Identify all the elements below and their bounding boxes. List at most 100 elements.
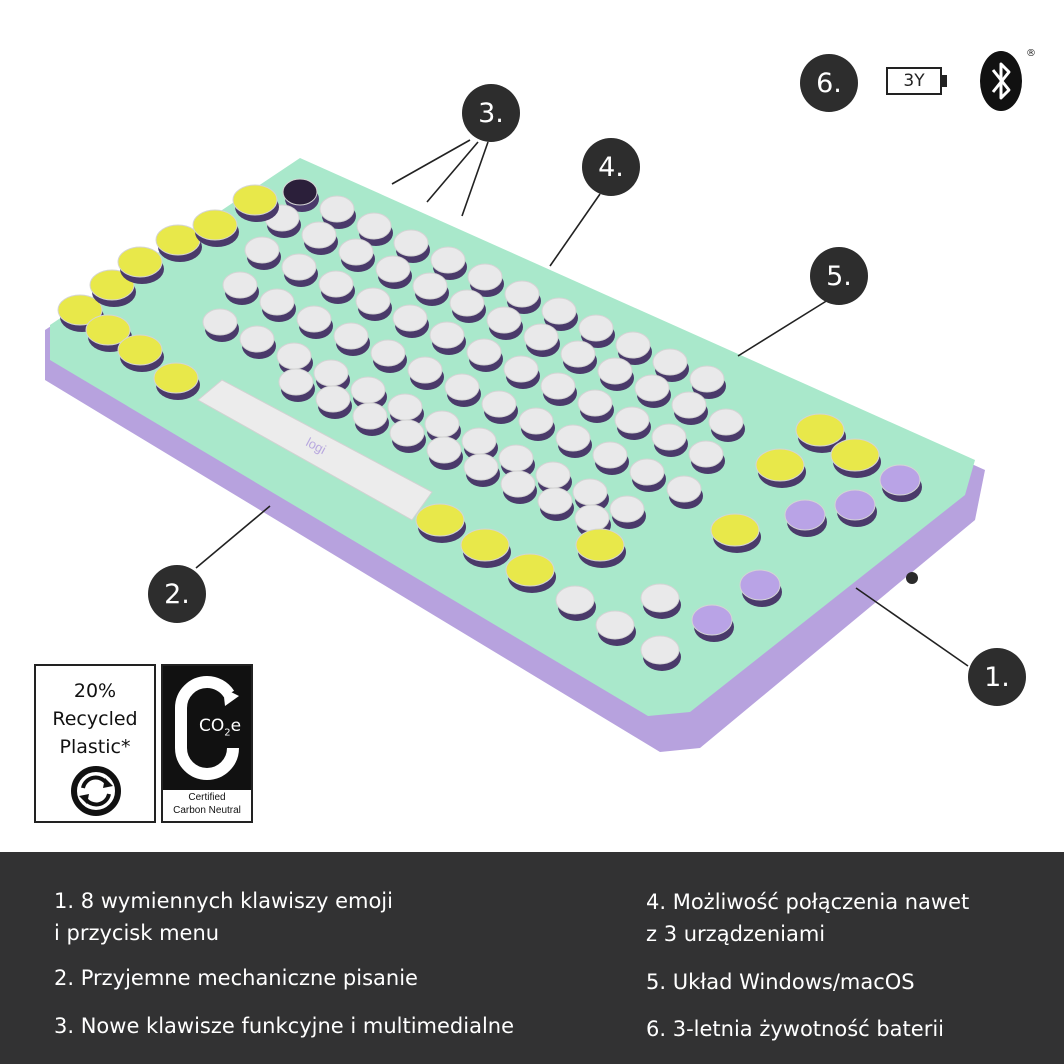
certified-label: Certified [188, 792, 226, 803]
keycap [609, 495, 645, 523]
usb-port [906, 572, 918, 584]
keycap [577, 389, 613, 417]
keycap [540, 372, 576, 400]
keycap [333, 322, 369, 350]
recycle-icon [71, 766, 121, 816]
keycap [597, 357, 633, 385]
keycap [486, 306, 522, 334]
keycap [481, 390, 517, 418]
modifier-keycap [505, 553, 555, 587]
keycap [500, 470, 536, 498]
arrow-keycap [595, 610, 635, 640]
battery-icon: 3Y [886, 67, 948, 97]
keycap [537, 487, 573, 515]
carbon-c-icon: CO2e [163, 666, 251, 790]
keycap [301, 221, 337, 249]
keycap [355, 287, 391, 315]
modifier-keycap [575, 528, 625, 562]
co2-e: e [230, 716, 242, 736]
feature-1: 1. 8 wymiennych klawiszy emoji i przycis… [54, 889, 393, 945]
modifier-keycap [89, 269, 135, 301]
keycap [370, 339, 406, 367]
keycap [535, 461, 571, 489]
modifier-keycap [153, 362, 199, 394]
feature-3: 3. Nowe klawisze funkcyjne i multimedial… [54, 1014, 515, 1038]
co2-text: CO [199, 716, 225, 736]
keycap [318, 270, 354, 298]
features-panel: 1. 8 wymiennych klawiszy emoji i przycis… [0, 852, 1064, 1064]
arrow-keycap [555, 585, 595, 615]
modifier-keycap [460, 528, 510, 562]
keycap [392, 304, 428, 332]
bluetooth-icon [979, 50, 1025, 112]
keycap [356, 212, 392, 240]
keycap [578, 314, 614, 342]
keycap [375, 255, 411, 283]
modifier-keycap [755, 448, 805, 482]
registered-mark: ® [1026, 48, 1036, 59]
keycap [629, 458, 665, 486]
keycap [389, 419, 425, 447]
keycap [222, 271, 258, 299]
emoji-keycap [834, 489, 876, 521]
keycap [652, 348, 688, 376]
keycap [407, 356, 443, 384]
keycap [671, 391, 707, 419]
callout-lines [195, 139, 969, 667]
arrow-keycap [640, 635, 680, 665]
keycap [463, 453, 499, 481]
carbon-neutral-badge: CO2e Certified Carbon Neutral [161, 664, 253, 823]
emoji-keycap [739, 569, 781, 601]
plastic-label: Plastic* [59, 736, 131, 758]
co2-subscript: 2 [224, 727, 231, 739]
keycap [313, 359, 349, 387]
keycap [350, 376, 386, 404]
recycled-plastic-badge: 20% Recycled Plastic* [34, 664, 156, 823]
keycap [278, 368, 314, 396]
modifier-keycap [117, 334, 163, 366]
emoji-keycap [691, 604, 733, 636]
emoji-keycap [784, 499, 826, 531]
keycap [461, 427, 497, 455]
keycap [503, 355, 539, 383]
feature-4: 4. Możliwość połączenia nawet z 3 urządz… [646, 890, 970, 946]
keycap [555, 424, 591, 452]
modifier-keycap [415, 503, 465, 537]
keycap [319, 195, 355, 223]
battery-label: 3Y [886, 67, 942, 95]
keycap [614, 406, 650, 434]
modifier-keycap [795, 413, 845, 447]
keycap [426, 436, 462, 464]
keycap [634, 374, 670, 402]
keycap [296, 305, 332, 333]
modifier-keycap [192, 209, 238, 241]
keycap [449, 289, 485, 317]
modifier-keycap [710, 513, 760, 547]
callout-2: 2. [148, 565, 206, 623]
callout-6: 6. [800, 54, 858, 112]
keycap [338, 238, 374, 266]
callout-5: 5. [810, 247, 868, 305]
keycap [574, 504, 610, 532]
keycap [560, 340, 596, 368]
keycap [572, 478, 608, 506]
keyboard-illustration: logi [45, 139, 985, 752]
keycap [615, 331, 651, 359]
spacebar: logi [197, 379, 433, 521]
keycap [651, 423, 687, 451]
carbon-neutral-label: Carbon Neutral [173, 805, 241, 816]
keycap [393, 229, 429, 257]
keycap [666, 475, 702, 503]
keycap [202, 308, 238, 336]
modifier-keycap [57, 294, 103, 326]
keycap [387, 393, 423, 421]
keycap [592, 441, 628, 469]
keycap [281, 253, 317, 281]
modifier-keycap [85, 314, 131, 346]
modifier-keycap [117, 246, 163, 278]
keycap [444, 373, 480, 401]
modifier-keycap [830, 438, 880, 472]
modifier-keycap [232, 184, 278, 216]
keycap [282, 178, 318, 206]
callout-4: 4. [582, 138, 640, 196]
